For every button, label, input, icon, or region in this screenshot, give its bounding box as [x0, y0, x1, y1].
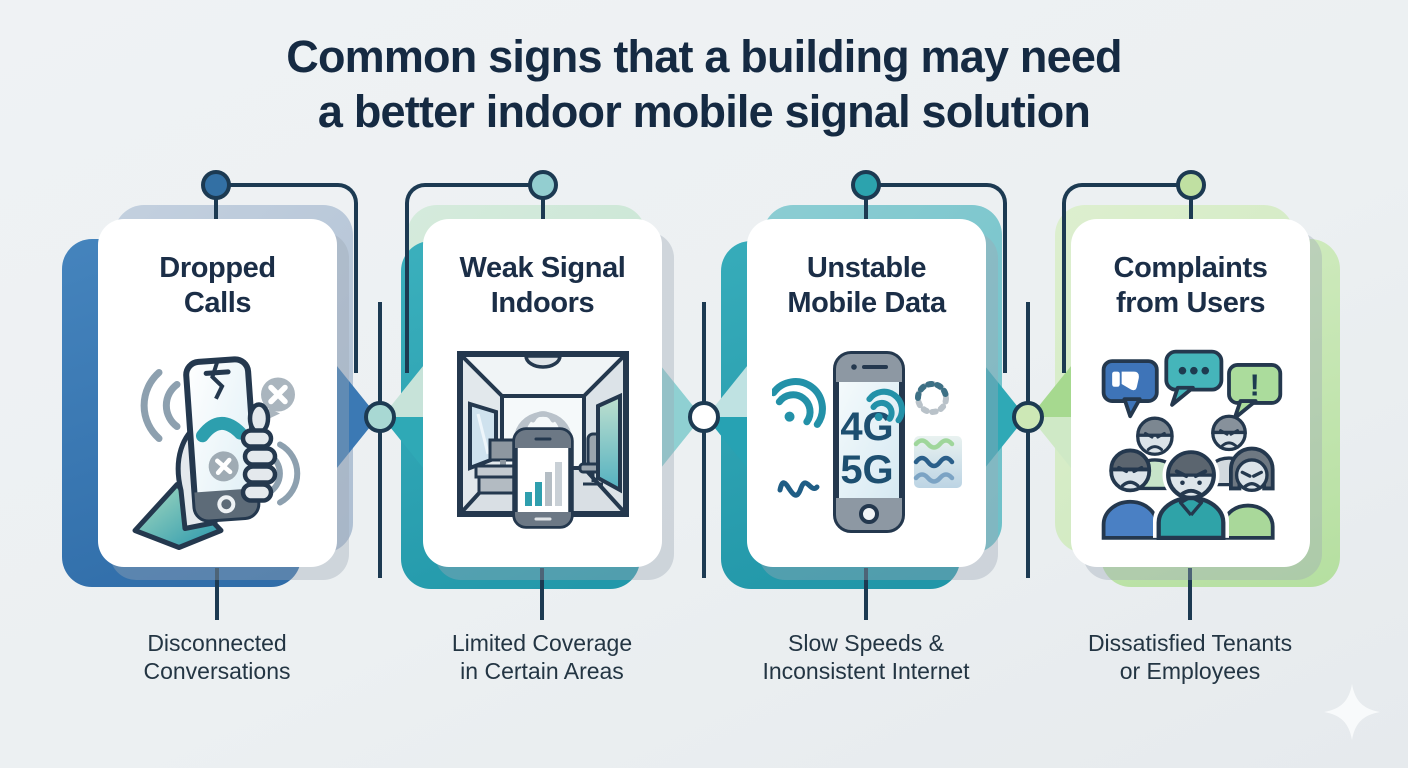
card4-title: Complaints from Users	[1071, 219, 1310, 321]
card3-title: Unstable Mobile Data	[747, 219, 986, 321]
phone-4g-5g-unstable-data-icon: 4G 5G	[769, 321, 962, 559]
caption-complaints: Dissatisfied Tenants or Employees	[1035, 629, 1345, 685]
door-icon	[595, 392, 622, 494]
card2-title: Weak Signal Indoors	[423, 219, 662, 321]
sparkle-icon	[1324, 684, 1380, 740]
phone-5g-label: 5G	[840, 448, 893, 492]
card1-title-line1: Dropped	[159, 252, 276, 284]
caption1-line2: Conversations	[143, 658, 291, 685]
fingers-shape	[240, 402, 277, 503]
card3-top-connector	[866, 183, 1007, 373]
card2-title-line2: Indoors	[490, 286, 595, 319]
card4-top-node	[1176, 170, 1206, 200]
card-dropped-calls: Dropped Calls	[98, 219, 337, 567]
card3-title-line2: Mobile Data	[787, 286, 946, 319]
card2-top-stub	[541, 198, 545, 221]
phone-4g-label: 4G	[840, 405, 893, 449]
card1-title: Dropped Calls	[98, 219, 337, 321]
ceiling-lamp-icon	[523, 354, 562, 369]
caption-weak-signal: Limited Coverage in Certain Areas	[387, 629, 697, 685]
card4-title-line2: from Users	[1115, 286, 1266, 319]
connector-node-gap2	[688, 401, 720, 433]
caption-unstable-data: Slow Speeds & Inconsistent Internet	[711, 629, 1021, 685]
exclamation-bubble-icon: !	[1226, 363, 1282, 421]
thumbs-down-bubble-icon	[1101, 359, 1159, 419]
card1-top-stub	[214, 198, 218, 221]
card-unstable-mobile-data: Unstable Mobile Data	[747, 219, 986, 567]
card2-bottom-stub	[540, 568, 544, 620]
person-mid-left	[1101, 448, 1159, 540]
card1-top-connector	[216, 183, 358, 373]
cracked-screen-icon	[209, 360, 225, 400]
card2-title-line1: Weak Signal	[459, 252, 626, 284]
wifi-waves-icon	[514, 411, 571, 437]
phone-icon: 4G 5G	[832, 351, 905, 533]
caption4-line1: Dissatisfied Tenants	[1087, 630, 1293, 656]
loading-spinner-icon	[914, 381, 949, 415]
card3-bottom-stub	[864, 568, 868, 620]
caption4-line2: or Employees	[1119, 658, 1261, 685]
card1-title-line2: Calls	[183, 286, 252, 319]
phone-signal-bars-icon	[511, 427, 574, 529]
card4-top-stub	[1189, 198, 1193, 221]
call-failed-badge-icon	[260, 377, 295, 421]
caption2-line1: Limited Coverage	[451, 630, 633, 656]
card2-top-node	[528, 170, 558, 200]
connector-node-gap1	[364, 401, 396, 433]
card1-top-node	[201, 170, 231, 200]
connector-line-gap1	[378, 302, 382, 578]
signal-waves-patch-icon	[913, 436, 962, 488]
card4-bottom-stub	[1188, 568, 1192, 620]
wifi-icon-screen	[865, 388, 905, 424]
card-weak-signal-indoors: Weak Signal Indoors	[423, 219, 662, 567]
signal-waves-left-icon	[140, 369, 180, 442]
page-title-line2: a better indoor mobile signal solution	[317, 85, 1091, 137]
card4-top-connector	[1062, 183, 1195, 373]
angry-users-speech-bubbles-icon: !	[1096, 321, 1286, 559]
room-weak-signal-phone-icon	[448, 321, 638, 559]
unstable-waveform-icon	[777, 480, 819, 498]
person-front-center	[1152, 446, 1229, 540]
connector-line-gap2	[702, 302, 706, 578]
caption1-line1: Disconnected	[147, 630, 287, 656]
caption3-line1: Slow Speeds &	[788, 630, 944, 656]
person-mid-right	[1220, 446, 1275, 540]
wifi-icon-left	[769, 378, 826, 428]
page-title-line1: Common signs that a building may need	[286, 31, 1122, 82]
card1-bottom-stub	[215, 568, 219, 620]
card-complaints-from-users: Complaints from Users !	[1071, 219, 1310, 567]
dropped-call-phone-in-hand-icon	[123, 321, 313, 559]
page-title: Common signs that a building may need a …	[0, 30, 1408, 140]
sleeve-shape	[132, 482, 223, 550]
caption2-line2: in Certain Areas	[460, 658, 624, 685]
card4-title-line1: Complaints	[1113, 252, 1268, 284]
card3-top-stub	[864, 198, 868, 221]
exclamation-glyph: !	[1249, 368, 1259, 402]
card3-top-node	[851, 170, 881, 200]
dots-bubble-icon	[1163, 349, 1223, 407]
connector-node-gap3	[1012, 401, 1044, 433]
caption-dropped-calls: Disconnected Conversations	[62, 629, 372, 685]
card3-title-line1: Unstable	[806, 252, 927, 284]
connector-line-gap3	[1026, 302, 1030, 578]
caption3-line2: Inconsistent Internet	[762, 658, 970, 685]
card2-top-connector	[405, 183, 547, 373]
handset-icon	[195, 416, 247, 443]
